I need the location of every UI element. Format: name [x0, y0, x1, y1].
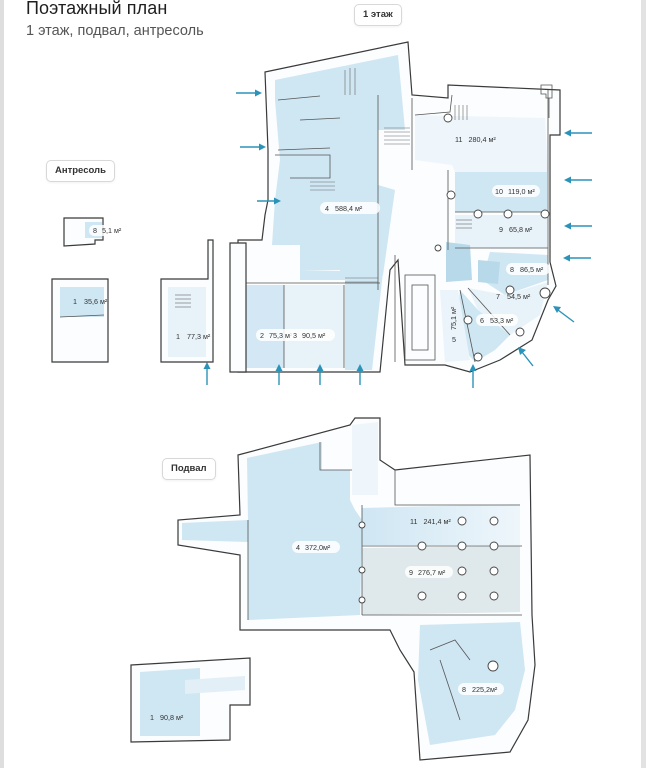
arrow-right-icon	[236, 89, 262, 97]
arrow-diag-icon	[553, 306, 575, 323]
left-window-edge	[0, 0, 4, 768]
room-5-area: 75,1 м²	[449, 306, 458, 330]
basement-room-11	[362, 504, 520, 545]
room-7	[468, 282, 548, 335]
room-5-num: 5	[452, 335, 456, 344]
room-5	[440, 290, 470, 362]
mezzanine-chip[interactable]: Антресоль	[46, 160, 115, 182]
arrow-left-icon	[564, 176, 592, 184]
arrow-up-icon	[203, 362, 211, 385]
arrow-left-icon	[564, 129, 592, 137]
arrow-left-icon	[564, 222, 592, 230]
basement-chip[interactable]: Подвал	[162, 458, 216, 480]
arrow-up-icon	[469, 364, 477, 388]
arrow-left-icon	[563, 254, 591, 262]
basement-room-4	[182, 442, 362, 620]
pillars	[358, 516, 499, 672]
room-11	[415, 115, 548, 172]
scrollbar[interactable]	[641, 0, 646, 768]
arrow-diag-icon	[518, 347, 534, 367]
arrow-up-icon	[316, 364, 324, 385]
entrance-arrow-icons	[203, 89, 592, 388]
room-9	[455, 215, 547, 248]
arrow-right-icon	[257, 197, 281, 205]
first-floor-chip[interactable]: 1 этаж	[354, 4, 402, 26]
arrow-up-icon	[356, 364, 364, 385]
arrow-up-icon	[275, 364, 283, 385]
room-2	[246, 285, 284, 368]
room-4	[272, 55, 405, 280]
basement-room-9	[362, 546, 520, 615]
room-3	[284, 285, 344, 368]
arrow-right-icon	[240, 143, 266, 151]
page-title: Поэтажный план	[26, 0, 168, 18]
page-subtitle: 1 этаж, подвал, антресоль	[26, 23, 204, 39]
